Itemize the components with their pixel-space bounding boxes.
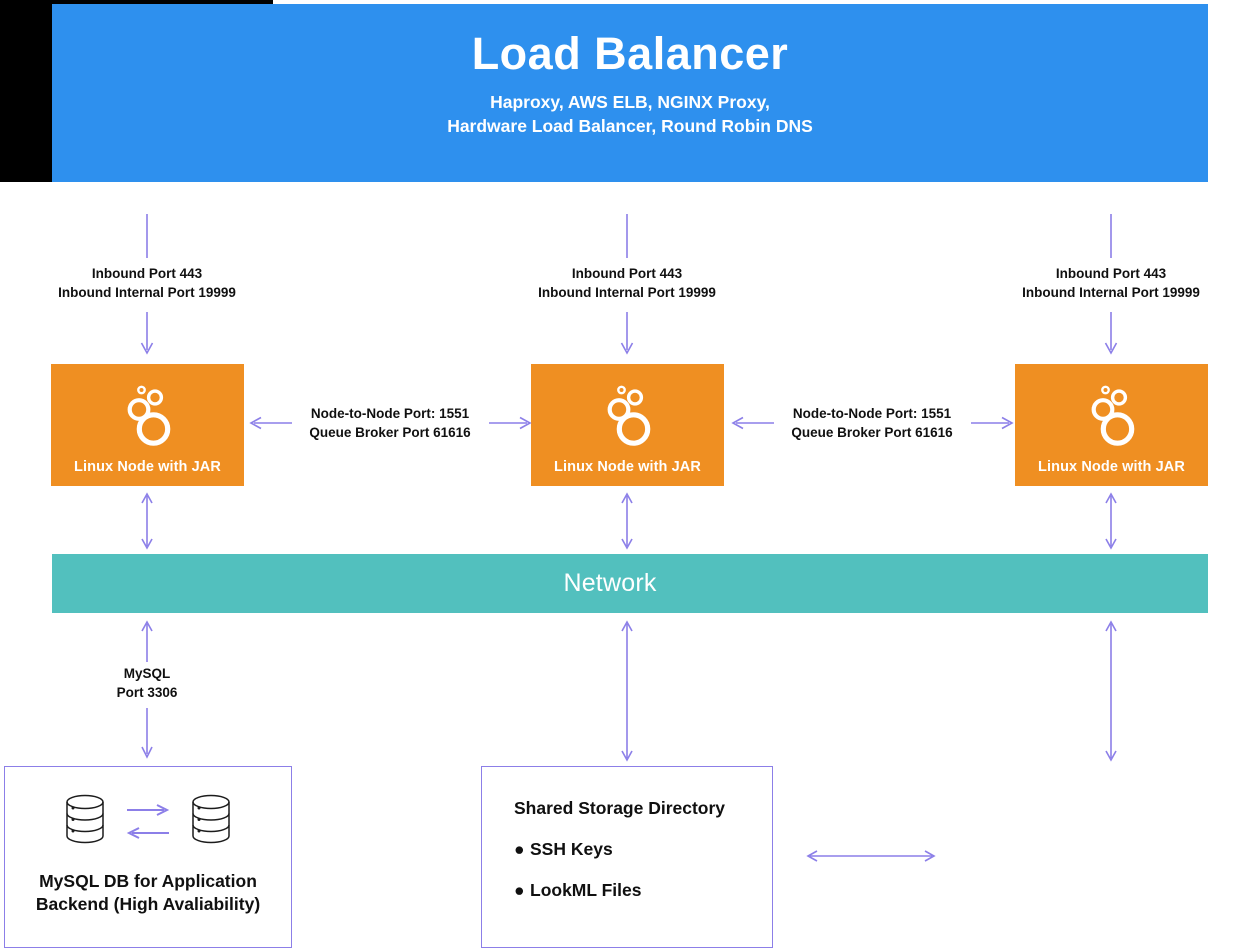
list-item: ● SSH Keys — [514, 838, 772, 861]
shared-storage-title: Shared Storage Directory — [514, 798, 726, 818]
node-to-node-label-2: Node-to-Node Port: 1551 Queue Broker Por… — [774, 404, 970, 442]
linux-node-3[interactable]: Linux Node with JAR — [1015, 364, 1208, 486]
mysql-caption-line1: MySQL DB for Application — [39, 871, 257, 891]
node-network-arrow-3 — [1104, 492, 1118, 550]
database-replication-group — [62, 793, 234, 850]
inbound-connector-label-3: Inbound Port 443 Inbound Internal Port 1… — [1010, 264, 1212, 302]
node-network-arrow-2 — [620, 492, 634, 550]
shared-storage-box[interactable]: Shared Storage Directory ● SSH Keys ● Lo… — [481, 766, 773, 948]
inbound-connector-line-3 — [1104, 214, 1118, 258]
inbound-connector-label-2: Inbound Port 443 Inbound Internal Port 1… — [526, 264, 728, 302]
linux-node-2[interactable]: Linux Node with JAR — [531, 364, 724, 486]
node-to-node-arrow-left-1 — [248, 416, 292, 430]
node-to-node-arrow-left-2 — [730, 416, 774, 430]
node-cluster-icon — [602, 382, 654, 453]
storage-git-arrow — [806, 849, 936, 863]
storage-connector-arrow — [620, 620, 634, 762]
mysql-connector-up-arrow — [140, 620, 154, 662]
database-sync-arrows — [124, 804, 172, 839]
node-to-node-arrow-right-2 — [971, 416, 1015, 430]
network-label: Network — [563, 569, 657, 597]
inbound-arrow-2 — [620, 312, 634, 356]
mysql-db-box[interactable]: MySQL DB for Application Backend (High A… — [4, 766, 292, 948]
node-to-node-arrow-right-1 — [489, 416, 533, 430]
bullet-icon: ● — [514, 879, 525, 900]
mysql-db-caption: MySQL DB for Application Backend (High A… — [36, 870, 260, 917]
inbound-connector-label-1: Inbound Port 443 Inbound Internal Port 1… — [46, 264, 248, 302]
shared-storage-list: ● SSH Keys ● LookML Files — [514, 838, 772, 902]
mysql-caption-line2: Backend (High Avaliability) — [35, 894, 261, 915]
load-balancer-subtitle: Haproxy, AWS ELB, NGINX Proxy, Hardware … — [447, 90, 813, 140]
list-item-label: SSH Keys — [530, 838, 613, 859]
list-item: ● LookML Files — [514, 879, 772, 902]
inbound-label-line1: Inbound Port 443 — [1055, 266, 1167, 281]
network-bar: Network — [52, 554, 1208, 613]
database-cylinder-icon — [188, 793, 234, 850]
load-balancer-subtitle-line1: Haproxy, AWS ELB, NGINX Proxy, — [490, 91, 770, 112]
linux-node-label: Linux Node with JAR — [74, 459, 221, 475]
n2n-label-line2: Queue Broker Port 61616 — [791, 425, 953, 441]
arrow-right-icon — [127, 804, 170, 816]
linux-node-label: Linux Node with JAR — [554, 459, 701, 475]
load-balancer-box: Load Balancer Haproxy, AWS ELB, NGINX Pr… — [52, 4, 1208, 182]
n2n-label-line1: Node-to-Node Port: 1551 — [310, 406, 470, 421]
inbound-label-line2: Inbound Internal Port 19999 — [1022, 285, 1200, 301]
linux-node-label: Linux Node with JAR — [1038, 459, 1185, 475]
load-balancer-subtitle-line2: Hardware Load Balancer, Round Robin DNS — [447, 116, 813, 137]
arrow-left-icon — [126, 827, 169, 839]
mysql-connector-label: MySQL Port 3306 — [46, 664, 248, 702]
n2n-label-line2: Queue Broker Port 61616 — [309, 425, 471, 441]
inbound-label-line1: Inbound Port 443 — [571, 266, 683, 281]
node-cluster-icon — [1086, 382, 1138, 453]
n2n-label-line1: Node-to-Node Port: 1551 — [792, 406, 952, 421]
inbound-label-line2: Inbound Internal Port 19999 — [538, 285, 716, 301]
node-network-arrow-1 — [140, 492, 154, 550]
mysql-label-line2: Port 3306 — [116, 685, 178, 701]
inbound-label-line1: Inbound Port 443 — [91, 266, 203, 281]
linux-node-1[interactable]: Linux Node with JAR — [51, 364, 244, 486]
database-cylinder-icon — [62, 793, 108, 850]
inbound-arrow-1 — [140, 312, 154, 356]
mysql-label-line1: MySQL — [123, 666, 171, 681]
load-balancer-title: Load Balancer — [471, 28, 789, 79]
mysql-connector-down-arrow — [140, 708, 154, 760]
list-item-label: LookML Files — [530, 879, 642, 900]
inbound-connector-line-2 — [620, 214, 634, 258]
git-connector-arrow — [1104, 620, 1118, 762]
node-cluster-icon — [122, 382, 174, 453]
bullet-icon: ● — [514, 838, 525, 859]
inbound-label-line2: Inbound Internal Port 19999 — [58, 285, 236, 301]
node-to-node-label-1: Node-to-Node Port: 1551 Queue Broker Por… — [292, 404, 488, 442]
inbound-arrow-3 — [1104, 312, 1118, 356]
inbound-connector-line-1 — [140, 214, 154, 258]
